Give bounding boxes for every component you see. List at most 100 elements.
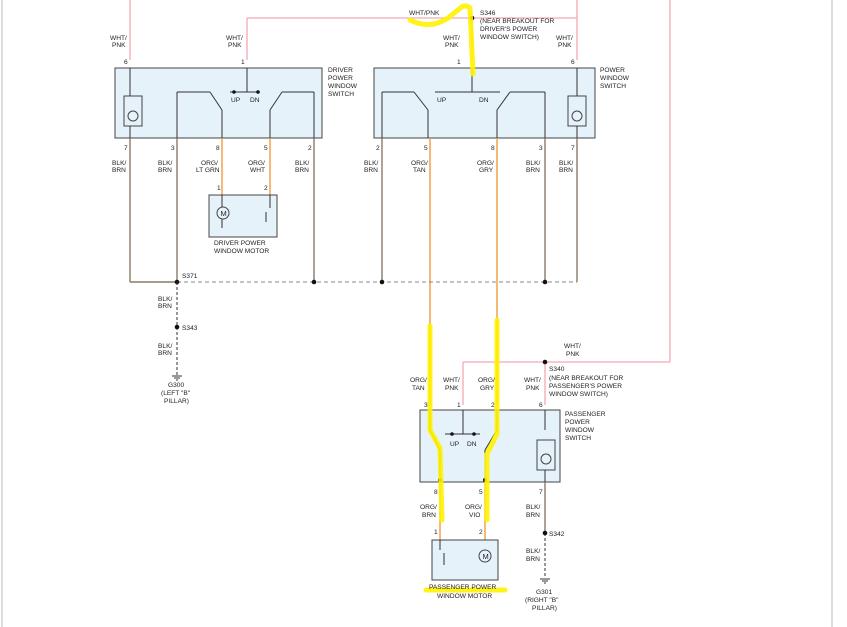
splice-s346-label: S346 bbox=[480, 10, 496, 17]
wire-label: BRN bbox=[526, 556, 540, 563]
wire-label: GRY bbox=[479, 167, 494, 174]
pin-number: 2 bbox=[264, 185, 268, 192]
passenger-motor-m: M bbox=[483, 552, 489, 561]
ground-g300-label: G300 bbox=[168, 382, 184, 389]
splice-s340-dot bbox=[542, 359, 548, 365]
ground-g300-location: (LEFT "B" bbox=[161, 390, 191, 397]
wire-label: WHT/ bbox=[524, 377, 541, 384]
pin-number: 3 bbox=[539, 145, 543, 152]
pin-number: 2 bbox=[308, 145, 312, 152]
dn-label: DN bbox=[467, 441, 477, 448]
pin-number: 2 bbox=[376, 145, 380, 152]
pin-number: 2 bbox=[479, 529, 483, 536]
wire-label: PNK bbox=[558, 42, 572, 49]
driver-motor-box bbox=[208, 194, 278, 238]
pin-number: 1 bbox=[241, 59, 245, 66]
wire-label: ORG/ bbox=[410, 377, 427, 384]
pin-number: 7 bbox=[124, 145, 128, 152]
pin-number: 3 bbox=[424, 402, 428, 409]
wire-label: BLK/ bbox=[112, 160, 126, 167]
splice-s343-label: S343 bbox=[182, 325, 198, 332]
passenger-motor-label: PASSENGER POWER bbox=[429, 584, 497, 591]
dn-label: DN bbox=[250, 97, 260, 104]
wire-label: WHT/ bbox=[556, 35, 573, 42]
wire-label: BLK/ bbox=[295, 160, 309, 167]
wire-label: BRN bbox=[112, 167, 126, 174]
ground-g300-symbol bbox=[172, 375, 182, 381]
splice-s340-note-1: (NEAR BREAKOUT FOR bbox=[549, 375, 623, 382]
passenger-switch-label: SWITCH bbox=[565, 435, 591, 442]
wire-label: BRN bbox=[158, 167, 172, 174]
driver-motor-label: WINDOW MOTOR bbox=[214, 248, 269, 255]
wire-label: BLK/ bbox=[364, 160, 378, 167]
wire-label: BRN bbox=[158, 350, 172, 357]
wire-label: GRY bbox=[480, 385, 495, 392]
wire-label: ORG/ bbox=[411, 160, 428, 167]
splice-s340-label: S340 bbox=[549, 366, 565, 373]
splice-s346-note-2: DRIVER'S POWER bbox=[480, 26, 538, 33]
wire-label: VIO bbox=[469, 512, 480, 519]
driver-switch-label: SWITCH bbox=[328, 91, 354, 98]
pin-number: 7 bbox=[571, 145, 575, 152]
splice-s342-label: S342 bbox=[549, 531, 565, 538]
yellow-highlights bbox=[407, 3, 508, 593]
wire-label: TAN bbox=[412, 385, 425, 392]
pin-number: 7 bbox=[539, 489, 543, 496]
wire-label: PNK bbox=[445, 42, 459, 49]
wire-label: ORG/ bbox=[248, 160, 265, 167]
wire-label: PNK bbox=[112, 42, 126, 49]
power-switch-label: SWITCH bbox=[600, 83, 626, 90]
wire-label: ORG/ bbox=[477, 160, 494, 167]
pin-number: 1 bbox=[457, 402, 461, 409]
driver-switch-label: DRIVER bbox=[328, 67, 353, 74]
driver-switch-internals bbox=[123, 68, 315, 138]
passenger-switch-label: PASSENGER bbox=[565, 411, 606, 418]
wire-label: LT GRN bbox=[196, 167, 220, 174]
passenger-motor-label: WINDOW MOTOR bbox=[437, 593, 492, 600]
power-switch-label: WINDOW bbox=[600, 75, 630, 82]
pin-number: 8 bbox=[434, 489, 438, 496]
wire-label: PNK bbox=[566, 351, 580, 358]
driver-motor-label: DRIVER POWER bbox=[214, 240, 266, 247]
pin-number: 6 bbox=[124, 59, 128, 66]
wire-label: PNK bbox=[526, 385, 540, 392]
wire-label: BRN bbox=[422, 512, 436, 519]
driver-switch-box bbox=[114, 67, 323, 139]
splice-s371-label: S371 bbox=[182, 273, 198, 280]
pin-number: 5 bbox=[424, 145, 428, 152]
wire-label: WHT/ bbox=[564, 343, 581, 350]
splice-s340-note-3: WINDOW SWITCH) bbox=[549, 391, 608, 398]
wire-label: BLK/ bbox=[526, 504, 540, 511]
wire-label: PNK bbox=[228, 42, 242, 49]
wire-label: BRN bbox=[158, 303, 172, 310]
wire-label: BLK/ bbox=[526, 160, 540, 167]
power-switch-internals bbox=[381, 68, 587, 138]
ground-g301-location: PILLAR) bbox=[532, 605, 557, 612]
wire-label-wht-pnk-top: WHT/PNK bbox=[409, 10, 440, 17]
wire-label: BRN bbox=[526, 167, 540, 174]
ground-g301-location: (RIGHT "B" bbox=[525, 597, 559, 604]
wire-label: ORG/ bbox=[478, 377, 495, 384]
wire-label: BRN bbox=[295, 167, 309, 174]
pin-number: 6 bbox=[571, 59, 575, 66]
wire-label: WHT/ bbox=[443, 35, 460, 42]
wire-label: WHT/ bbox=[110, 35, 127, 42]
wire-label: WHT bbox=[250, 167, 265, 174]
ground-g301-symbol bbox=[540, 578, 550, 584]
up-label: UP bbox=[437, 97, 447, 104]
wire-label: BLK/ bbox=[158, 296, 172, 303]
passenger-switch-label: POWER bbox=[565, 419, 590, 426]
driver-switch-label: POWER bbox=[328, 75, 353, 82]
splice-s340-note-2: PASSENGER'S POWER bbox=[549, 383, 622, 390]
wire-label: BLK/ bbox=[158, 343, 172, 350]
wire-label: ORG/ bbox=[465, 504, 482, 511]
wire-label: WHT/ bbox=[443, 377, 460, 384]
wire-label: TAN bbox=[413, 167, 426, 174]
pin-number: 2 bbox=[491, 402, 495, 409]
power-bus bbox=[129, 0, 671, 405]
pin-number: 8 bbox=[216, 145, 220, 152]
wire-label: BLK/ bbox=[158, 160, 172, 167]
wire-label: BRN bbox=[559, 167, 573, 174]
splice-s342-dot bbox=[542, 530, 548, 536]
